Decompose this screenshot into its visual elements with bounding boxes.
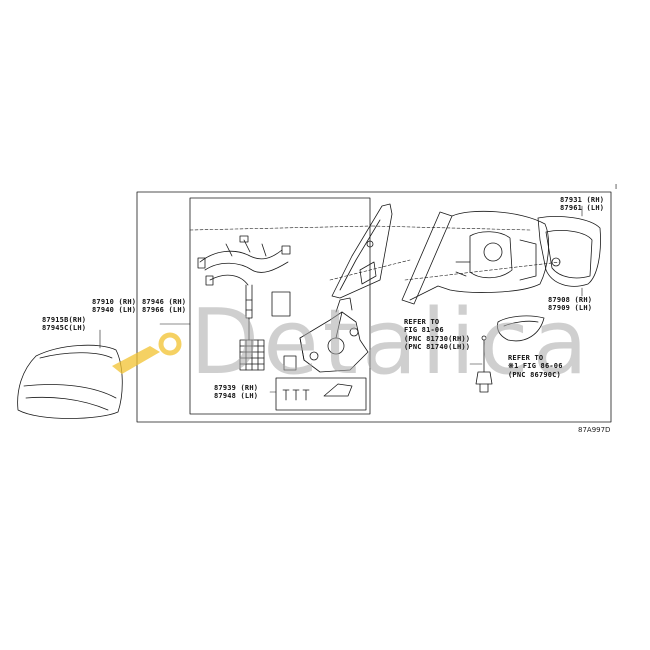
wiring-harness <box>197 235 291 371</box>
label-87910: 87910 (RH)87940 (LH) <box>92 298 137 315</box>
label-87946: 87946 (RH)87966 (LH) <box>142 298 187 315</box>
courtesy-lamp <box>475 335 493 393</box>
mirror-glass <box>537 216 601 287</box>
mirror-housing <box>401 210 550 305</box>
diagram-code: 87A997D <box>578 426 611 434</box>
outer-frame <box>136 191 612 423</box>
refer-note-86: REFER TO※1 FIG 86-06(PNC 86790C) <box>508 354 563 379</box>
screw-box <box>275 377 367 411</box>
leader-lines <box>99 205 583 393</box>
label-87939: 87939 (RH)87948 (LH) <box>214 384 259 401</box>
screws <box>282 383 353 401</box>
label-87908: 87908 (RH)87909 (LH) <box>548 296 593 313</box>
wrench-icon <box>112 332 182 374</box>
label-87915: 87915B(RH)87945C(LH) <box>42 316 87 333</box>
label-87931: 87931 (RH)87961 (LH) <box>560 196 605 213</box>
mirror-base <box>331 203 393 299</box>
turn-signal-lamp <box>497 315 545 342</box>
watermark: Detalica <box>190 290 592 395</box>
frame-marker: I <box>615 183 618 191</box>
label-plate <box>271 291 291 317</box>
connector <box>283 355 297 371</box>
mirror-actuator <box>299 297 369 373</box>
mirror-cover <box>17 344 123 419</box>
inner-frame <box>189 197 371 415</box>
